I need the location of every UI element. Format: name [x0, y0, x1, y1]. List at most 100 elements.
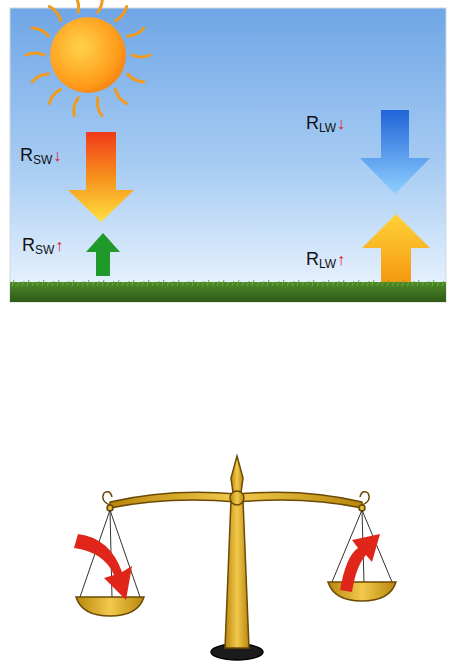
grass-blade — [432, 280, 434, 286]
grass-blade — [202, 281, 204, 286]
grass-blade — [392, 282, 394, 286]
sun-ray — [128, 74, 144, 82]
grass-blade — [152, 282, 154, 286]
longwave-up-arrow — [362, 214, 430, 282]
grass-blade — [442, 281, 444, 286]
grass-blade — [167, 282, 169, 286]
grass-blade — [47, 282, 49, 286]
balance-scale — [76, 456, 396, 660]
grass-blade — [407, 282, 409, 286]
grass-blade — [307, 281, 309, 286]
grass-blade — [97, 281, 99, 286]
grass-blade — [212, 282, 214, 286]
direction-arrow: ↑ — [337, 251, 345, 268]
symbol: R — [20, 145, 33, 165]
grass-blade — [107, 282, 109, 286]
sun-ray — [132, 55, 150, 57]
direction-arrow: ↓ — [53, 147, 61, 164]
grass-blade — [92, 282, 94, 286]
grass-blade — [422, 282, 424, 286]
sun-ray — [74, 98, 78, 116]
grass-blade — [322, 281, 324, 286]
grass-blade — [117, 280, 119, 286]
subscript: SW — [35, 243, 54, 257]
grass-blade — [252, 280, 254, 286]
grass-blade — [317, 282, 319, 286]
sun-ray — [115, 89, 126, 103]
grass-blade — [162, 280, 164, 286]
grass-blade — [132, 280, 134, 286]
sun-ray — [49, 7, 60, 21]
grass-blade — [367, 281, 369, 286]
flux-label: RSW↑ — [22, 236, 63, 256]
sun-ray — [128, 28, 144, 36]
grass-blade — [72, 280, 74, 286]
grass — [10, 280, 446, 302]
direction-arrow: ↑ — [55, 237, 63, 254]
grass-blade — [277, 281, 279, 286]
incoming-arrow — [74, 534, 132, 600]
grass-blade — [42, 280, 44, 286]
grass-blade — [127, 281, 129, 286]
outgoing-arrow — [340, 534, 380, 592]
grass-blade — [412, 281, 414, 286]
grass-blade — [342, 280, 344, 286]
grass-blade — [222, 280, 224, 286]
direction-arrow: ↓ — [337, 115, 345, 132]
grass-blade — [287, 282, 289, 286]
grass-blade — [387, 280, 389, 286]
symbol: R — [306, 113, 319, 133]
grass-blade — [102, 280, 104, 286]
flux-label: RLW↑ — [306, 250, 345, 270]
sun-ray — [97, 98, 101, 116]
grass-blade — [217, 281, 219, 286]
sun-ray — [74, 0, 78, 12]
sun — [26, 0, 150, 115]
sun-ray — [98, 0, 102, 12]
grass-blade — [27, 280, 29, 286]
grass-blade — [302, 282, 304, 286]
symbol: R — [306, 249, 319, 269]
sky-panel — [10, 8, 446, 302]
grass-blade — [362, 282, 364, 286]
sun-ray — [32, 74, 48, 82]
grass-blade — [62, 282, 64, 286]
grass-blade — [352, 281, 354, 286]
grass-blade — [22, 281, 24, 286]
grass-blade — [57, 280, 59, 286]
grass-blade — [182, 282, 184, 286]
grass-blade — [337, 281, 339, 286]
grass-blade — [172, 281, 174, 286]
grass-blade — [207, 280, 209, 286]
grass-blade — [247, 281, 249, 286]
subscript: LW — [319, 121, 336, 135]
grass-blade — [312, 280, 314, 286]
shortwave-down-arrow — [68, 132, 134, 222]
grass-blade — [427, 281, 429, 286]
grass-blade — [137, 282, 139, 286]
grass-blade — [192, 280, 194, 286]
grass-blade — [227, 282, 229, 286]
grass-blade — [187, 281, 189, 286]
grass-blade — [177, 280, 179, 286]
grass-blade — [282, 280, 284, 286]
grass-blade — [87, 280, 89, 286]
grass-blade — [82, 281, 84, 286]
shortwave-up-arrow — [86, 233, 120, 276]
grass-blade — [52, 281, 54, 286]
grass-blade — [267, 280, 269, 286]
grass-blade — [157, 281, 159, 286]
grass-blade — [397, 281, 399, 286]
grass-blade — [382, 281, 384, 286]
grass-blade — [332, 282, 334, 286]
grass-blade — [292, 281, 294, 286]
subscript: LW — [319, 257, 336, 271]
grass-blade — [327, 280, 329, 286]
grass-blade — [37, 281, 39, 286]
grass-blade — [272, 282, 274, 286]
grass-blade — [147, 280, 149, 286]
longwave-down-arrow — [360, 110, 430, 194]
grass-blade — [402, 280, 404, 286]
sun-ray — [115, 7, 126, 21]
